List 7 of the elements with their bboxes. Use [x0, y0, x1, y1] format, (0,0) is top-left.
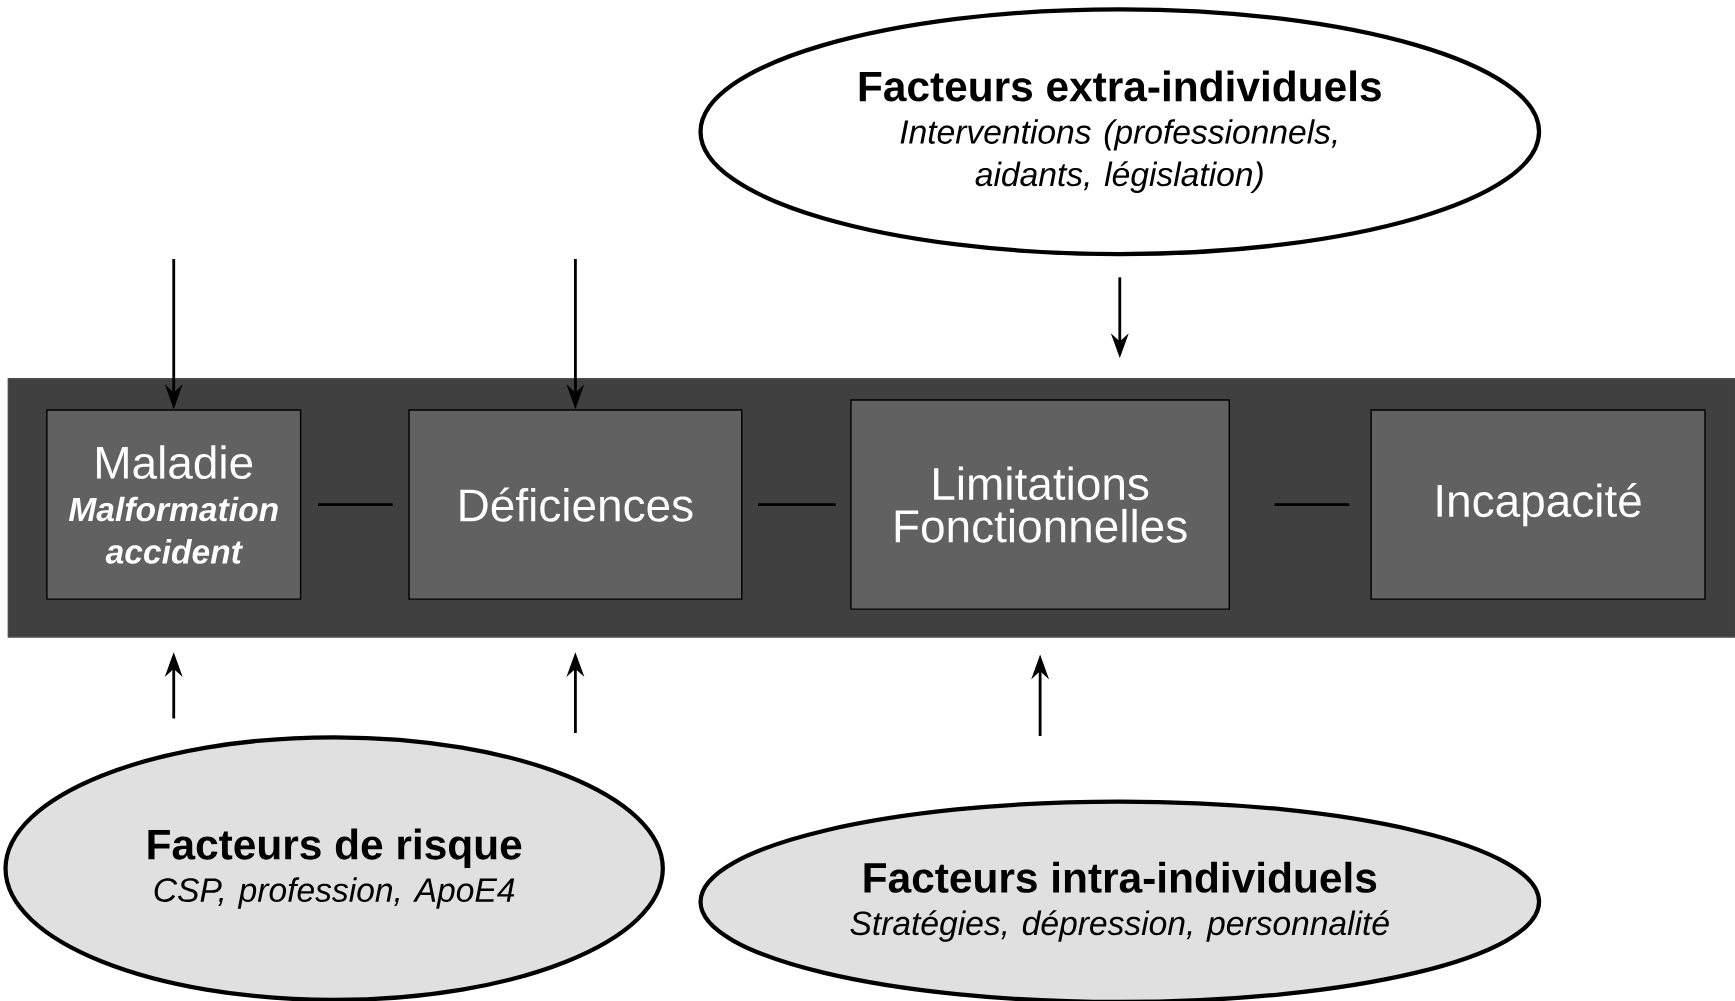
process-box: Limitations Fonctionnelles [850, 399, 1230, 610]
connector-line [758, 502, 836, 506]
connector-line [318, 502, 393, 506]
connector-line [1274, 502, 1350, 506]
process-box: Incapacité [1370, 409, 1706, 600]
process-box: Maladie Malformation accident [46, 409, 302, 600]
process-box: Déficiences [408, 409, 743, 600]
